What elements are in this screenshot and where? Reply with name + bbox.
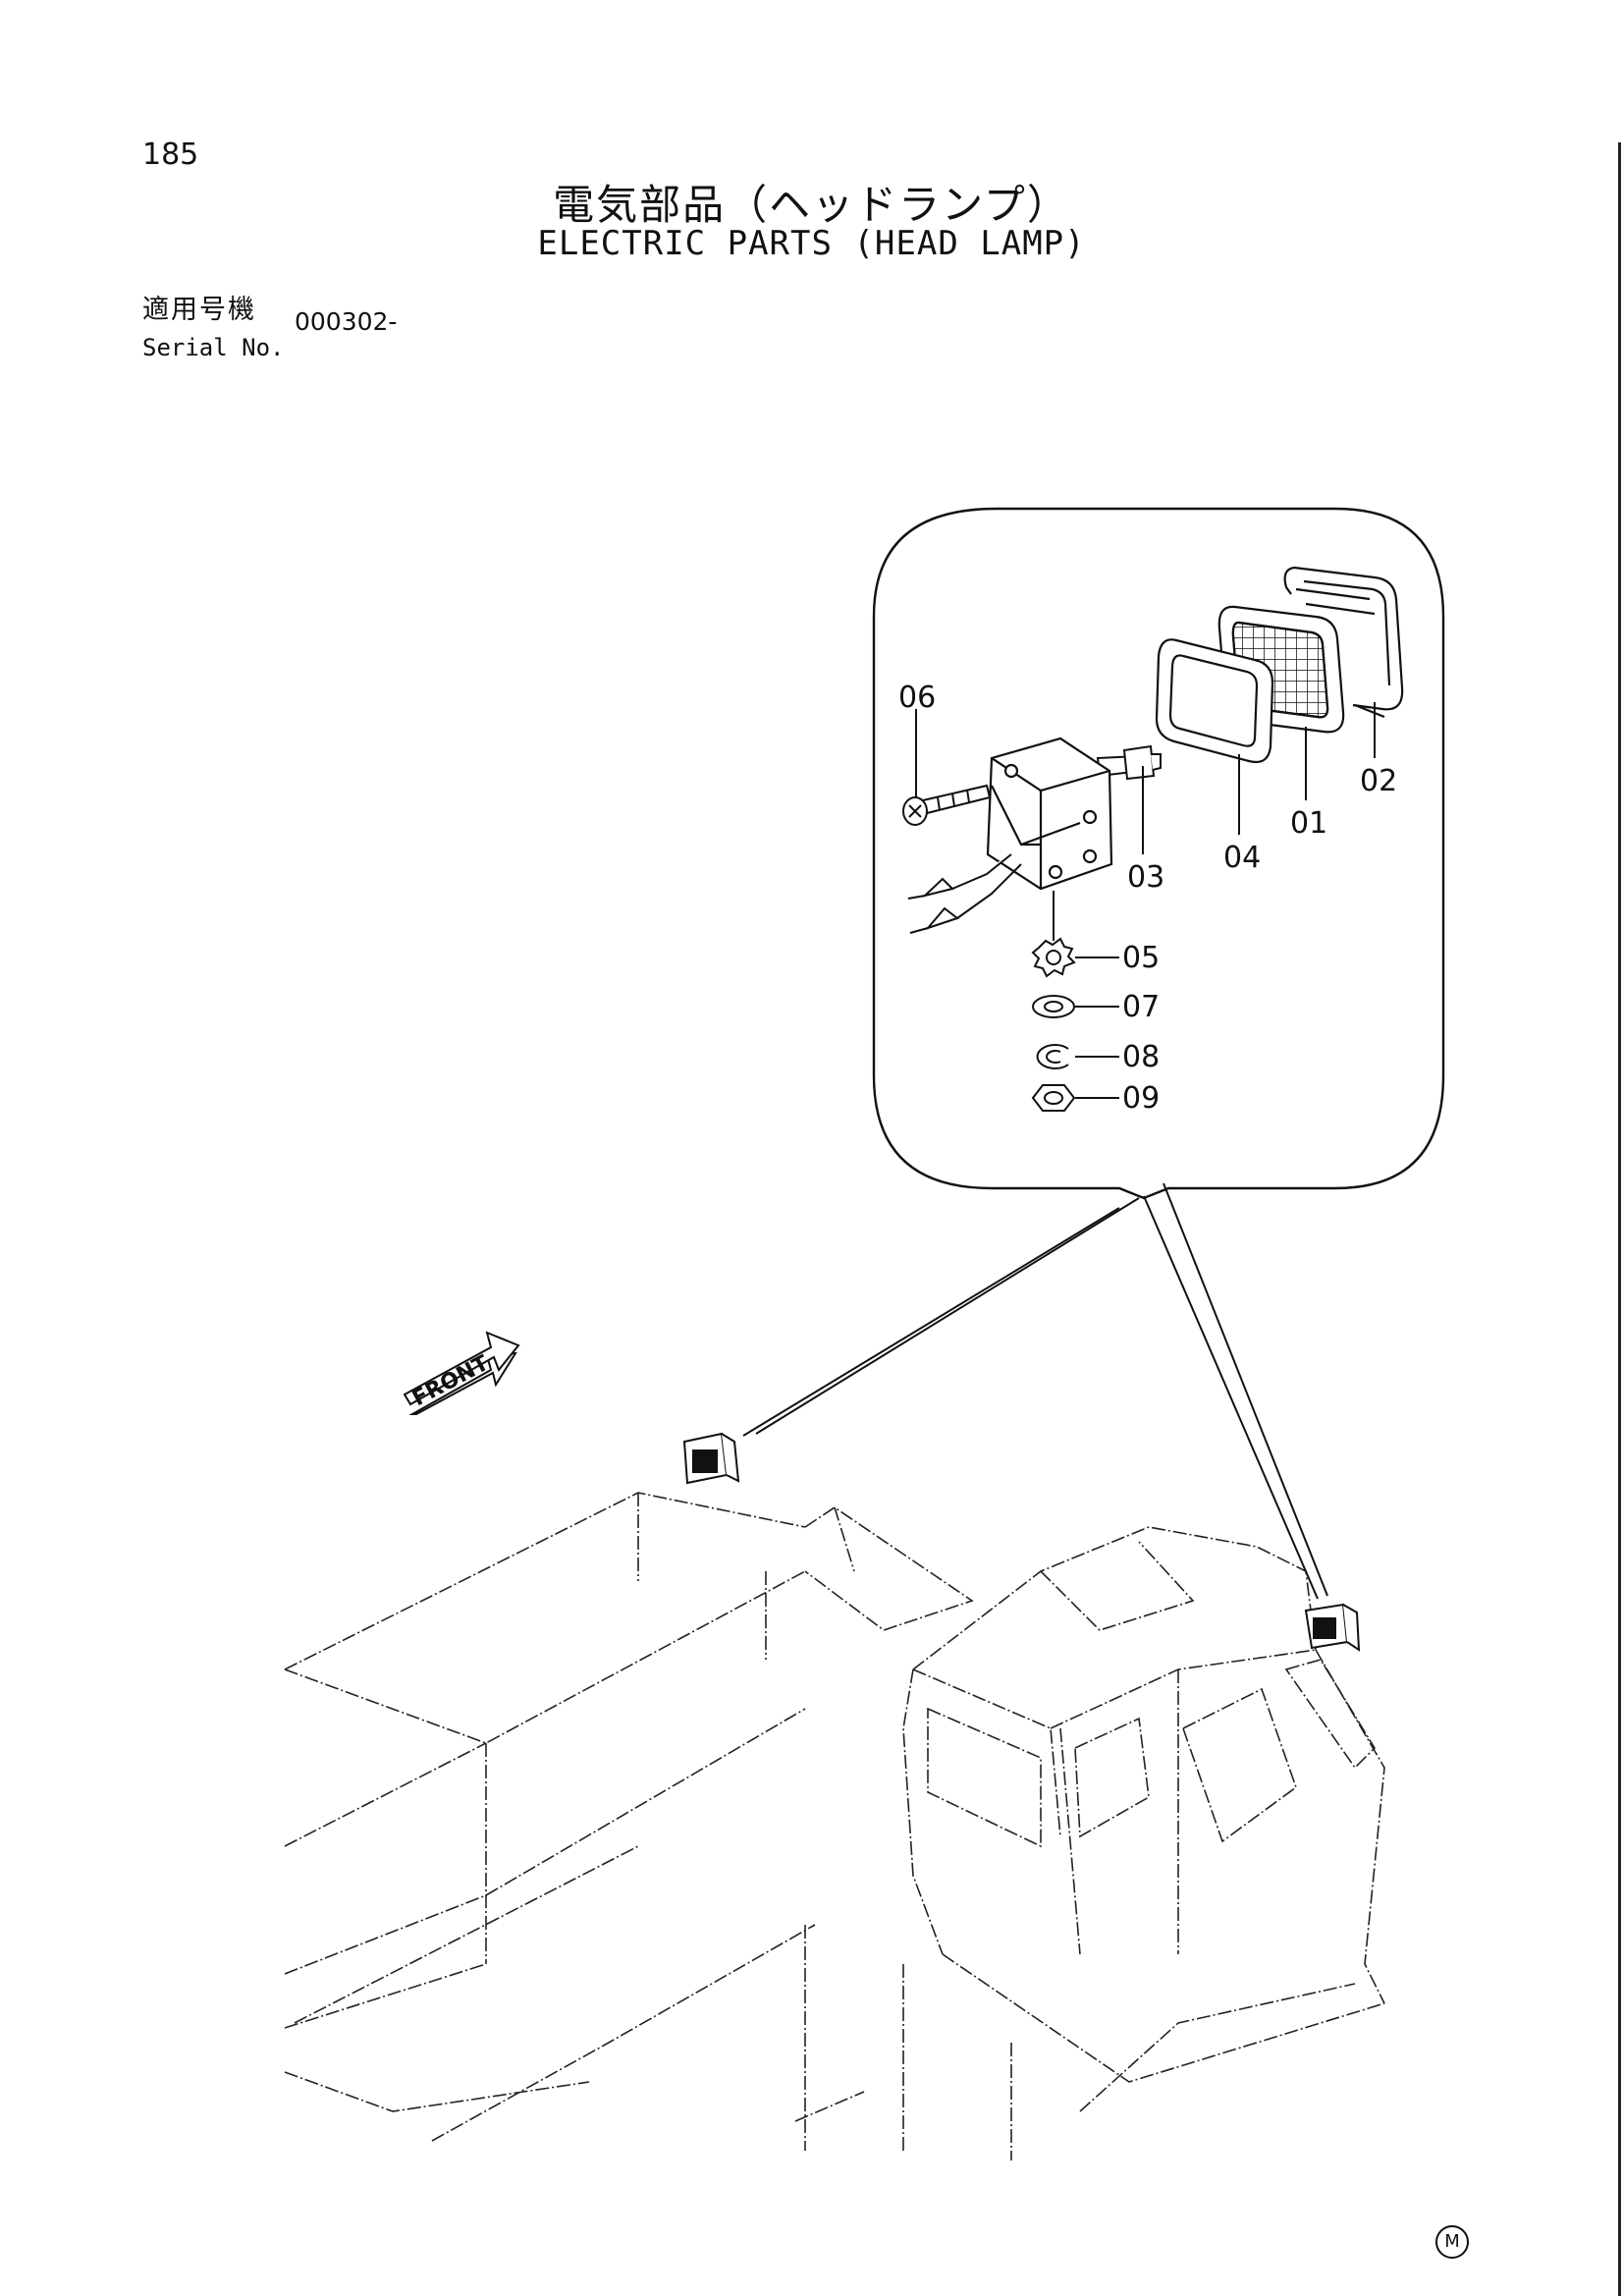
headlamp-boom-location [682, 1432, 740, 1485]
callout-07: 07 [1122, 990, 1160, 1024]
callout-02: 02 [1360, 764, 1397, 798]
page-title-japanese: 電気部品（ヘッドランプ） [553, 181, 1070, 229]
lamp-wire-leads [907, 853, 1022, 934]
excavator-body-illustration [284, 1492, 1385, 2160]
callout-09: 09 [1122, 1081, 1160, 1116]
callout-05: 05 [1122, 941, 1160, 975]
page-title-english: ELECTRIC PARTS (HEAD LAMP) [537, 224, 1086, 263]
callout-04: 04 [1223, 841, 1261, 875]
corner-circled-mark: M [1435, 2225, 1469, 2259]
serial-number-value: 000302- [295, 307, 398, 336]
callout-03: 03 [1127, 860, 1164, 895]
part-07-flat-washer [1032, 995, 1075, 1018]
callout-leader-lines [915, 702, 1376, 1099]
lamp-body [986, 737, 1113, 891]
callout-01: 01 [1290, 806, 1327, 841]
headlamp-cab-location [1304, 1603, 1361, 1652]
part-09-nut [1031, 1084, 1076, 1112]
page-edge-rule [1618, 142, 1621, 2296]
callout-labels: 06 03 04 01 02 05 07 08 09 [898, 681, 1397, 1116]
callout-06: 06 [898, 681, 936, 715]
callout-08: 08 [1122, 1040, 1160, 1074]
part-02-lamp-housing [1283, 566, 1404, 719]
front-direction-arrow: FRONT [403, 1331, 520, 1415]
part-08-spring-washer [1036, 1044, 1069, 1069]
serial-label-japanese: 適用号機 [142, 295, 256, 325]
part-05-lock-washer [1031, 937, 1076, 978]
detail-balloon [872, 507, 1445, 1200]
serial-label-english: Serial No. [142, 334, 285, 361]
part-06-screw [902, 784, 992, 826]
detail-leader-lines [742, 1182, 1328, 1600]
part-04-lamp-rim [1155, 638, 1274, 764]
front-label: FRONT [408, 1351, 493, 1412]
page-number: 185 [142, 137, 199, 172]
